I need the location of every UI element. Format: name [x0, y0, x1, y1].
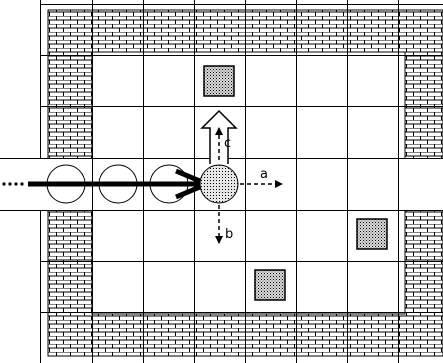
- label-b: b: [225, 227, 233, 242]
- label-a: a: [260, 167, 268, 182]
- dotted-lead-in: [2, 182, 23, 185]
- label-c: c: [224, 136, 231, 151]
- entry-corridor-right: [399, 159, 443, 210]
- block-top: [204, 66, 234, 96]
- block-bottom: [255, 270, 285, 300]
- block-right: [357, 219, 387, 249]
- ball: [200, 165, 238, 203]
